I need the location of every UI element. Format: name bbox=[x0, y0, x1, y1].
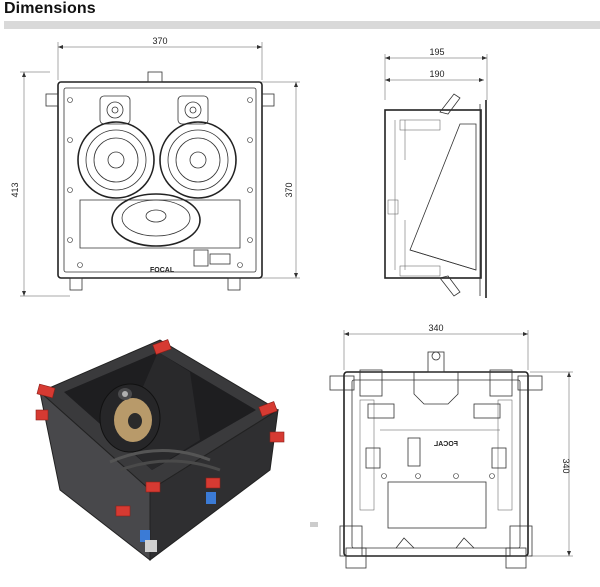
side-view-drawing: 195 190 bbox=[384, 47, 488, 298]
back-view-drawing: 340 340 bbox=[329, 323, 573, 569]
separator-mark bbox=[310, 522, 318, 527]
heading-underline-bar bbox=[4, 21, 600, 29]
side-outer-width-label: 195 bbox=[429, 47, 444, 57]
front-inner-height-label: 370 bbox=[284, 182, 294, 197]
front-width-label: 370 bbox=[152, 36, 167, 46]
front-view-drawing: 370 413 370 bbox=[10, 36, 300, 297]
back-height-label: 340 bbox=[561, 458, 571, 473]
back-focal-logo: FOCAL bbox=[433, 441, 458, 448]
back-width-label: 340 bbox=[428, 323, 443, 333]
front-height-label: 413 bbox=[10, 182, 20, 197]
section-heading: Dimensions bbox=[4, 0, 96, 17]
side-inner-width-label: 190 bbox=[429, 69, 444, 79]
speaker-3d-render bbox=[35, 339, 285, 562]
front-focal-logo: FOCAL bbox=[150, 267, 175, 274]
